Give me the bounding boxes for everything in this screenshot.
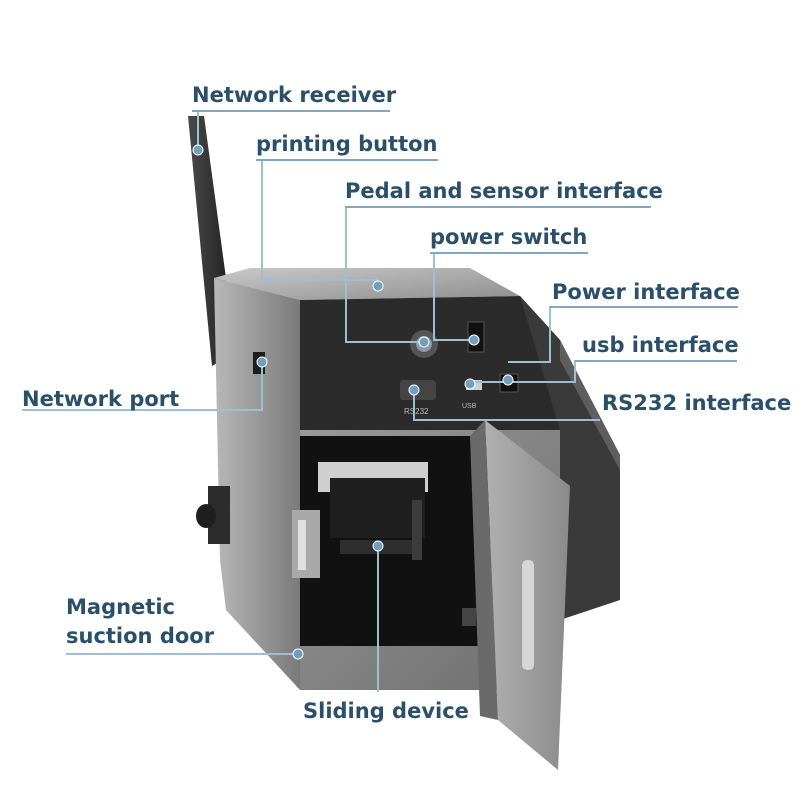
panel-usb-text: USB bbox=[462, 403, 477, 410]
label-pedal-sensor-interface: Pedal and sensor interface bbox=[345, 179, 663, 203]
label-magnetic-line2: suction door bbox=[66, 624, 215, 648]
label-underline bbox=[575, 360, 737, 362]
label-power-switch: power switch bbox=[430, 225, 588, 249]
side-knob bbox=[196, 486, 230, 544]
printer-top-face bbox=[214, 268, 520, 300]
label-power-interface: Power interface bbox=[552, 280, 740, 304]
label-underline bbox=[430, 252, 588, 254]
panel-rs232-text: RS232 bbox=[404, 407, 429, 416]
label-magnetic-line1: Magnetic bbox=[66, 595, 175, 619]
label-underline bbox=[256, 159, 438, 161]
label-sliding-device: Sliding device bbox=[303, 699, 469, 723]
label-usb-interface: usb interface bbox=[582, 333, 739, 357]
label-rs232-interface: RS232 interface bbox=[602, 391, 792, 415]
label-network-port: Network port bbox=[22, 387, 180, 411]
label-underline bbox=[192, 110, 390, 112]
interface-panel bbox=[300, 296, 560, 430]
label-underline bbox=[550, 306, 738, 308]
callout-dots bbox=[192, 144, 514, 660]
printer-right-slant bbox=[520, 296, 620, 620]
label-underline bbox=[345, 206, 651, 208]
label-printing-button: printing button bbox=[256, 132, 438, 156]
printer-left-face bbox=[214, 278, 300, 690]
label-network-receiver: Network receiver bbox=[192, 83, 397, 107]
